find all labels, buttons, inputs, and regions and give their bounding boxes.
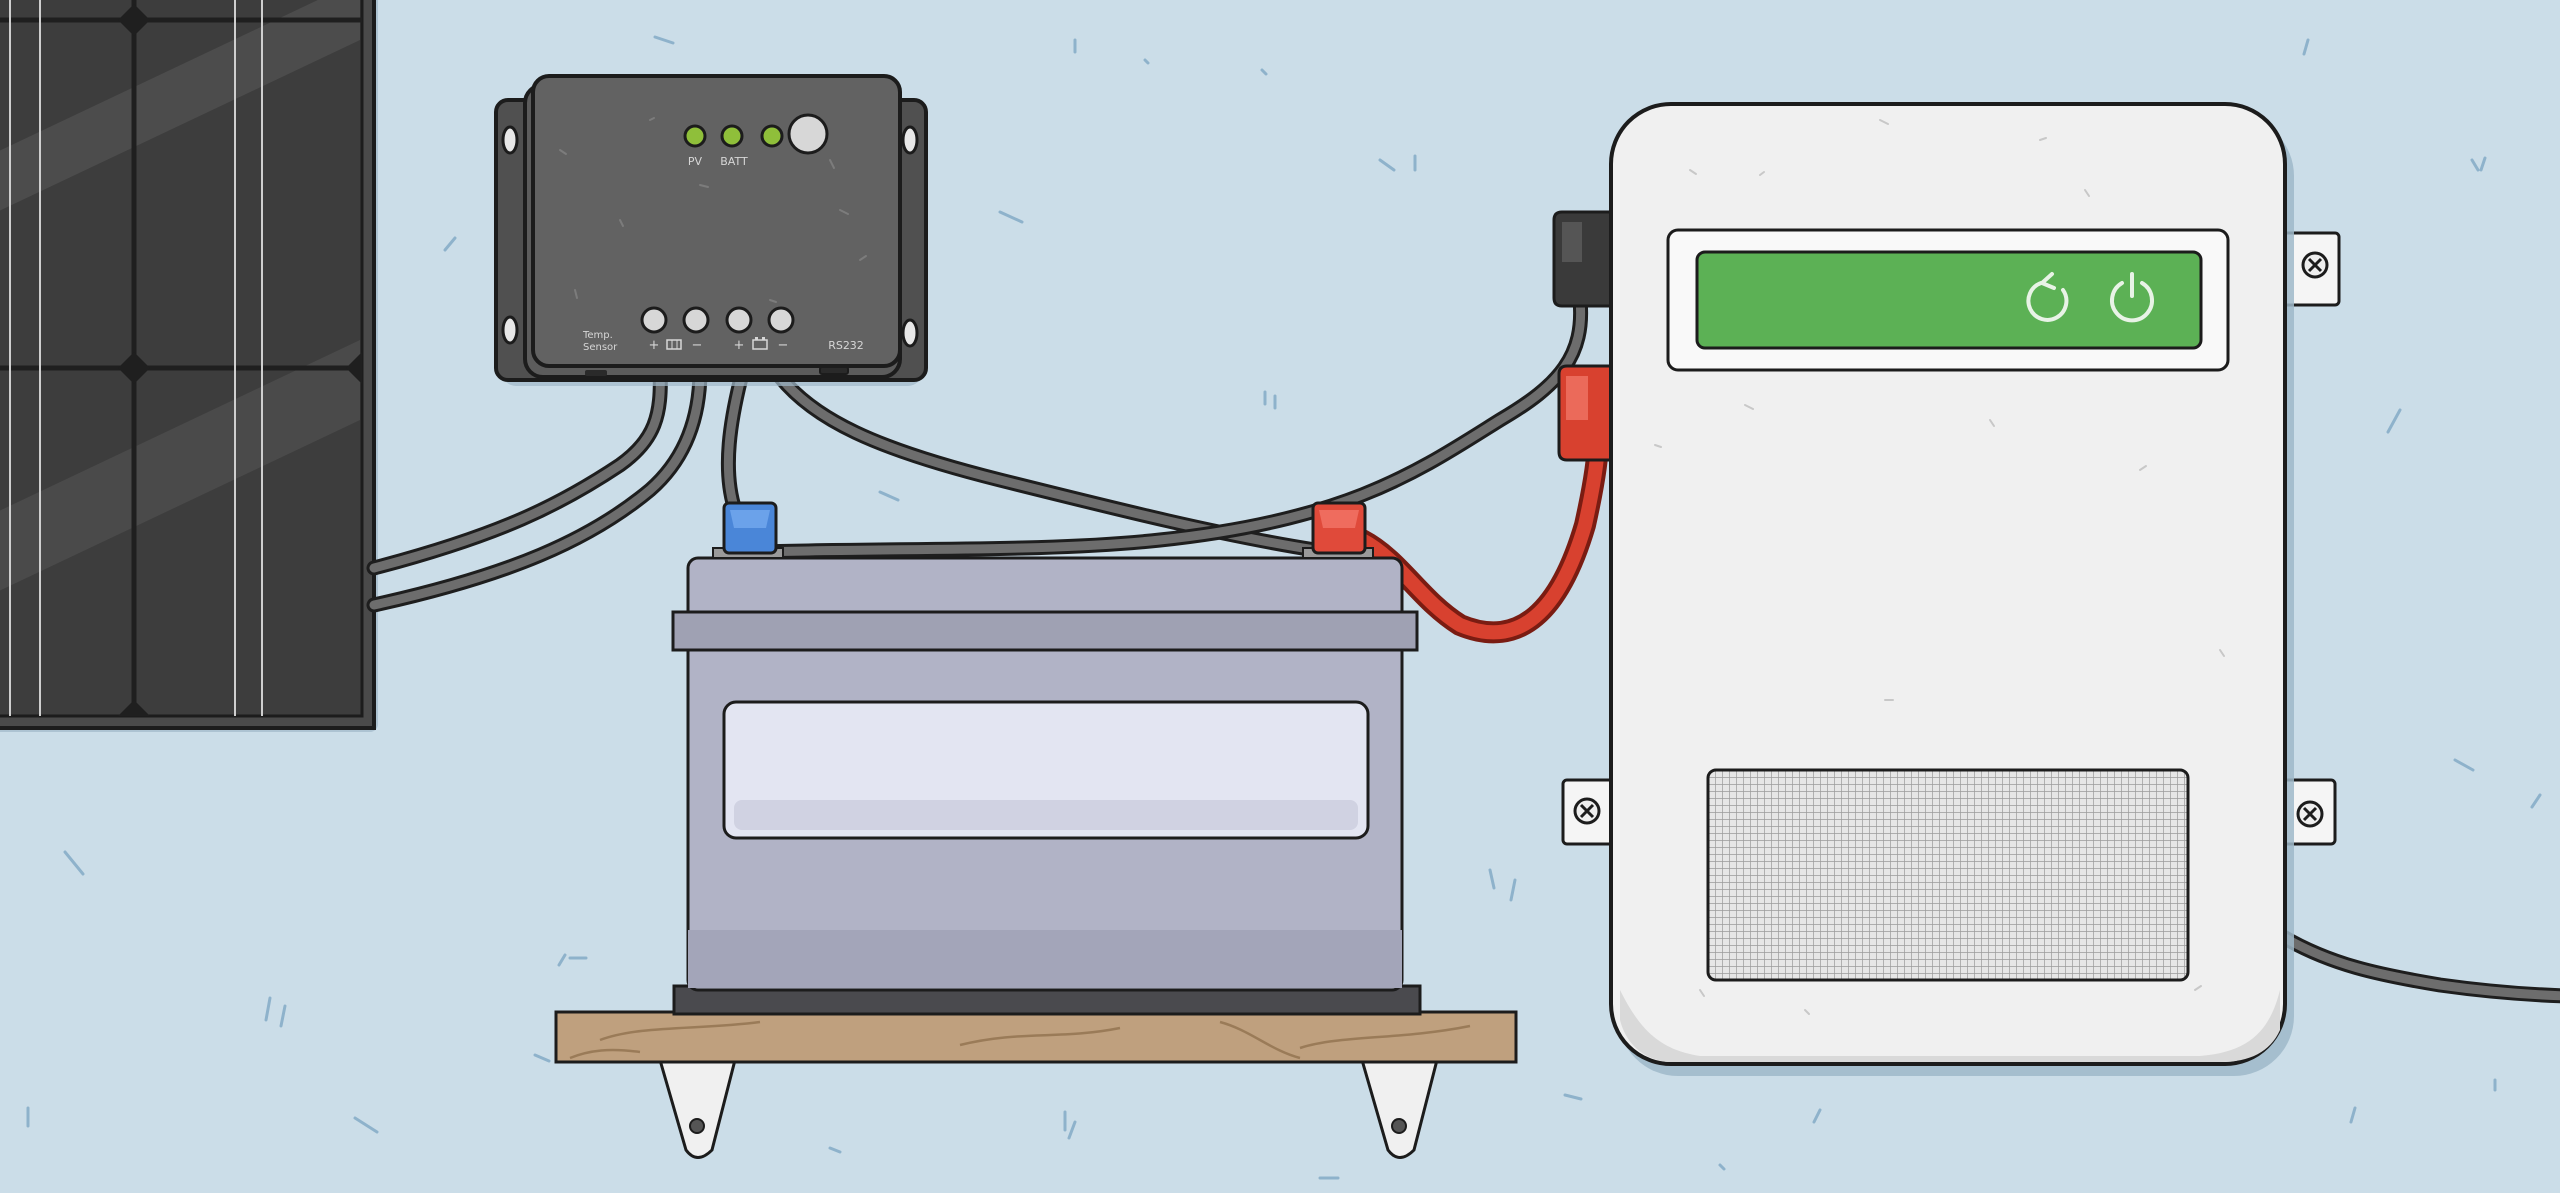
rs232-label: RS232 — [828, 339, 864, 352]
ventilation-grill — [1706, 768, 2190, 982]
controller-button[interactable] — [787, 113, 829, 155]
solar-plus-label: + — [649, 338, 660, 353]
cables — [366, 292, 2560, 1004]
screw-icon — [1573, 797, 1601, 825]
battery-icon — [752, 337, 768, 350]
temp-sensor-label-line1: Temp. — [582, 330, 613, 341]
temp-sensor-port — [585, 370, 607, 376]
battery — [671, 501, 1422, 1016]
refresh-icon[interactable] — [2026, 272, 2069, 322]
screw-icon — [2296, 800, 2324, 828]
battery-positive-post — [1302, 501, 1374, 559]
wall-scratches — [26, 35, 2542, 1180]
battery-negative-post — [712, 501, 784, 559]
power-icon[interactable] — [2110, 272, 2154, 323]
inverter-display — [1695, 250, 2203, 350]
battery-plus-label: + — [734, 338, 745, 353]
solar-panel-icon — [666, 339, 682, 350]
screw-icon — [2301, 251, 2329, 279]
solar-negative-terminal — [682, 306, 710, 334]
temp-sensor-label-line2: Sensor — [583, 342, 618, 353]
inverter-negative-input — [1552, 210, 1616, 308]
battery-positive-terminal — [725, 306, 753, 334]
load-led — [760, 124, 784, 148]
batt-led — [720, 124, 744, 148]
solar-panel — [0, 0, 378, 732]
inverter-positive-input — [1557, 364, 1616, 462]
rs232-port — [819, 366, 849, 375]
pv-label: PV — [688, 155, 703, 168]
batt-label: BATT — [720, 155, 748, 168]
solar-minus-label: − — [692, 338, 703, 353]
wooden-shelf — [554, 1010, 1518, 1159]
pv-led — [683, 124, 707, 148]
inverter — [1552, 102, 2341, 1076]
charge-controller: PV BATT Temp. Sensor + − + − RS232 — [494, 74, 928, 386]
battery-minus-label: − — [778, 338, 789, 353]
solar-positive-terminal — [640, 306, 668, 334]
battery-negative-terminal — [767, 306, 795, 334]
